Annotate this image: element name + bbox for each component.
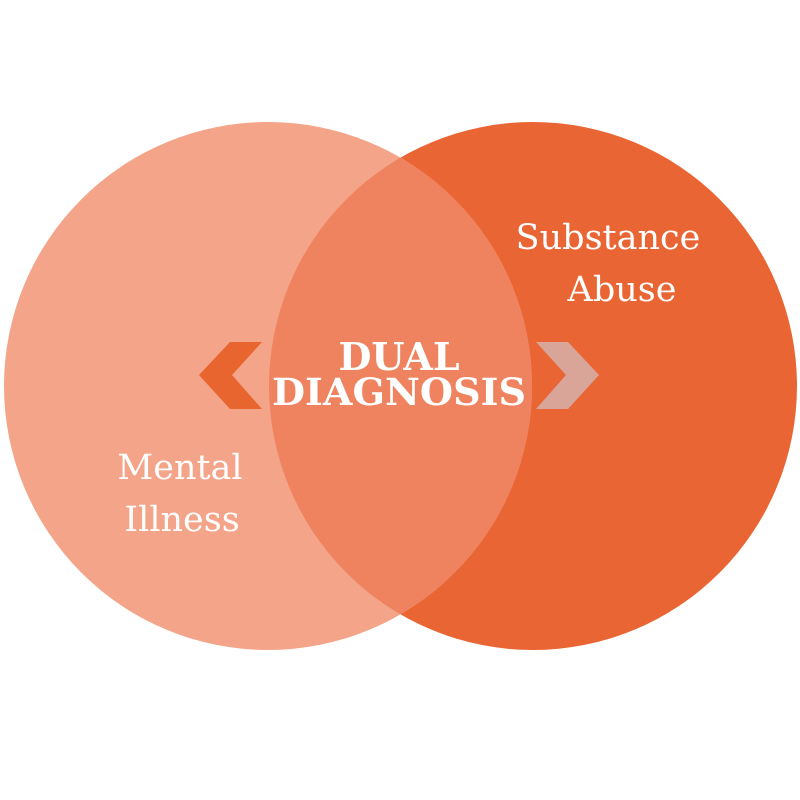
left-chevron-icon <box>199 342 262 409</box>
mental-illness-label-line1: Mental <box>117 448 242 488</box>
substance-abuse-label-line2: Abuse <box>567 270 677 310</box>
substance-abuse-label-line1: Substance <box>516 218 701 258</box>
mental-illness-label-line2: Illness <box>124 500 239 540</box>
right-chevron-icon <box>536 342 599 409</box>
dual-diagnosis-label-line2: DIAGNOSIS <box>272 370 526 414</box>
overlap-region <box>269 122 532 650</box>
dual-diagnosis-label-line1: DUAL <box>338 334 459 379</box>
